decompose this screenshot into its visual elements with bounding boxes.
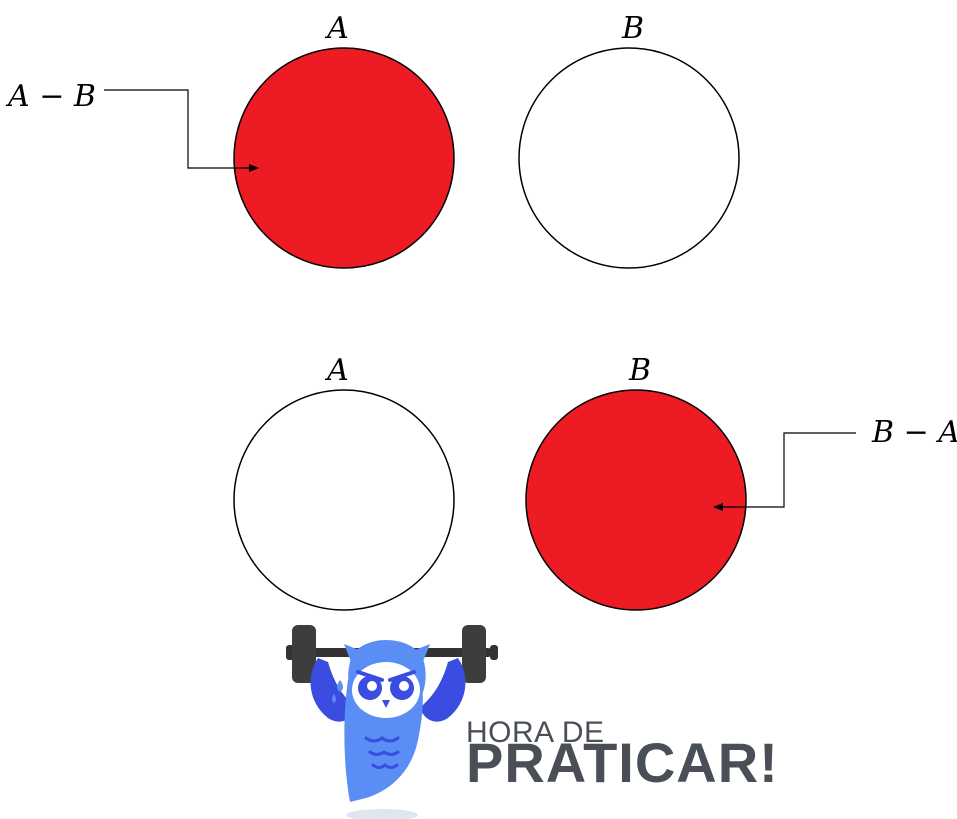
bottom-set-b-circle-highlighted bbox=[525, 389, 747, 611]
logo-line-1: HORA DE bbox=[466, 716, 605, 749]
top-set-a-label: A bbox=[324, 11, 349, 46]
owl-beak bbox=[382, 700, 390, 708]
b-minus-a-label: B − A bbox=[871, 415, 957, 450]
bottom-diagram: A B B − A bbox=[233, 353, 957, 611]
bottom-set-b-label: B bbox=[628, 353, 651, 388]
owl-left-brow bbox=[356, 670, 384, 682]
a-minus-b-pointer-arrow bbox=[104, 89, 259, 172]
hora-de-praticar-logo: HORA DE PRATICAR! bbox=[286, 625, 779, 819]
a-minus-b-label: A − B bbox=[5, 79, 96, 114]
top-diagram: A B A − B bbox=[5, 11, 740, 269]
bottom-set-a-label: A bbox=[324, 353, 349, 388]
bottom-set-a-circle bbox=[233, 389, 455, 611]
owl-lifting-barbell-icon bbox=[286, 625, 498, 802]
logo-line-2: PRATICAR! bbox=[466, 731, 779, 794]
owl-shadow bbox=[346, 809, 418, 819]
owl-right-brow bbox=[388, 670, 416, 682]
top-set-a-circle-highlighted bbox=[233, 47, 455, 269]
barbell-left-plate bbox=[292, 625, 316, 683]
b-minus-a-pointer-arrow bbox=[713, 432, 856, 511]
sweat-drop-icon bbox=[337, 680, 343, 692]
barbell-right-plate bbox=[462, 625, 486, 683]
top-set-b-circle bbox=[518, 47, 740, 269]
top-set-b-label: B bbox=[621, 11, 644, 46]
